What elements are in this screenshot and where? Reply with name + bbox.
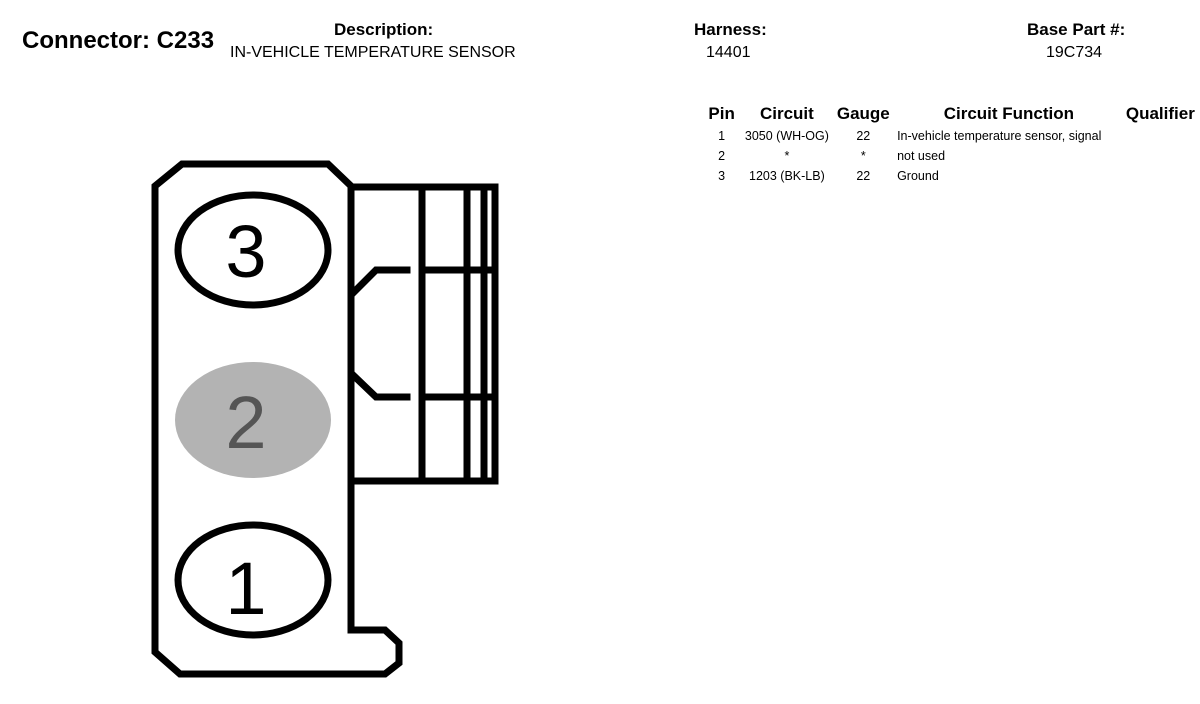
gauge-cell: 22	[856, 129, 871, 143]
pin-3-cavity	[174, 191, 332, 309]
base-part-label: Base Part #:	[1027, 20, 1126, 39]
function-header: Circuit Function	[943, 104, 1075, 123]
circuit-cell: *	[784, 149, 790, 163]
function-cell: In-vehicle temperature sensor, signal	[897, 129, 1102, 143]
pin-2-label: 2	[225, 381, 266, 464]
pin-header: Pin	[708, 104, 735, 123]
connector-title: Connector: C233	[22, 27, 215, 54]
pin-cell: 1	[718, 129, 726, 143]
table-row: 2 * * not used	[703, 146, 1200, 166]
table-row: 3 1203 (BK-LB) 22 Ground	[703, 166, 1200, 186]
harness-value: 14401	[706, 44, 751, 61]
pin-cell: 2	[718, 149, 726, 163]
base-part-value: 19C734	[1046, 44, 1103, 61]
pin-table: Pin Circuit Gauge Circuit Function Quali…	[703, 104, 1200, 186]
gauge-cell: *	[860, 149, 866, 163]
harness-label: Harness:	[694, 20, 767, 39]
circuit-cell: 3050 (WH-OG)	[744, 129, 829, 143]
pin-1-label: 1	[225, 547, 266, 630]
pin-3-label: 3	[225, 210, 266, 293]
gauge-header: Gauge	[836, 104, 890, 123]
qualifier-header: Qualifier	[1125, 104, 1195, 123]
circuit-cell: 1203 (BK-LB)	[749, 169, 825, 183]
circuit-header: Circuit	[759, 104, 814, 123]
function-cell: not used	[897, 149, 946, 163]
description-value: IN-VEHICLE TEMPERATURE SENSOR	[230, 44, 516, 61]
gauge-cell: 22	[856, 169, 871, 183]
pin-cell: 3	[718, 169, 726, 183]
latch-tab	[349, 371, 411, 401]
connector-housing-outline	[151, 160, 403, 678]
pin-table-header: Pin Circuit Gauge Circuit Function Quali…	[703, 104, 1200, 126]
pin-1-cavity	[174, 521, 332, 639]
pin-2-cavity	[175, 362, 331, 478]
latch-tab	[349, 266, 411, 297]
description-label: Description:	[334, 20, 434, 39]
function-cell: Ground	[897, 169, 939, 183]
table-row: 1 3050 (WH-OG) 22 In-vehicle temperature…	[703, 126, 1200, 146]
